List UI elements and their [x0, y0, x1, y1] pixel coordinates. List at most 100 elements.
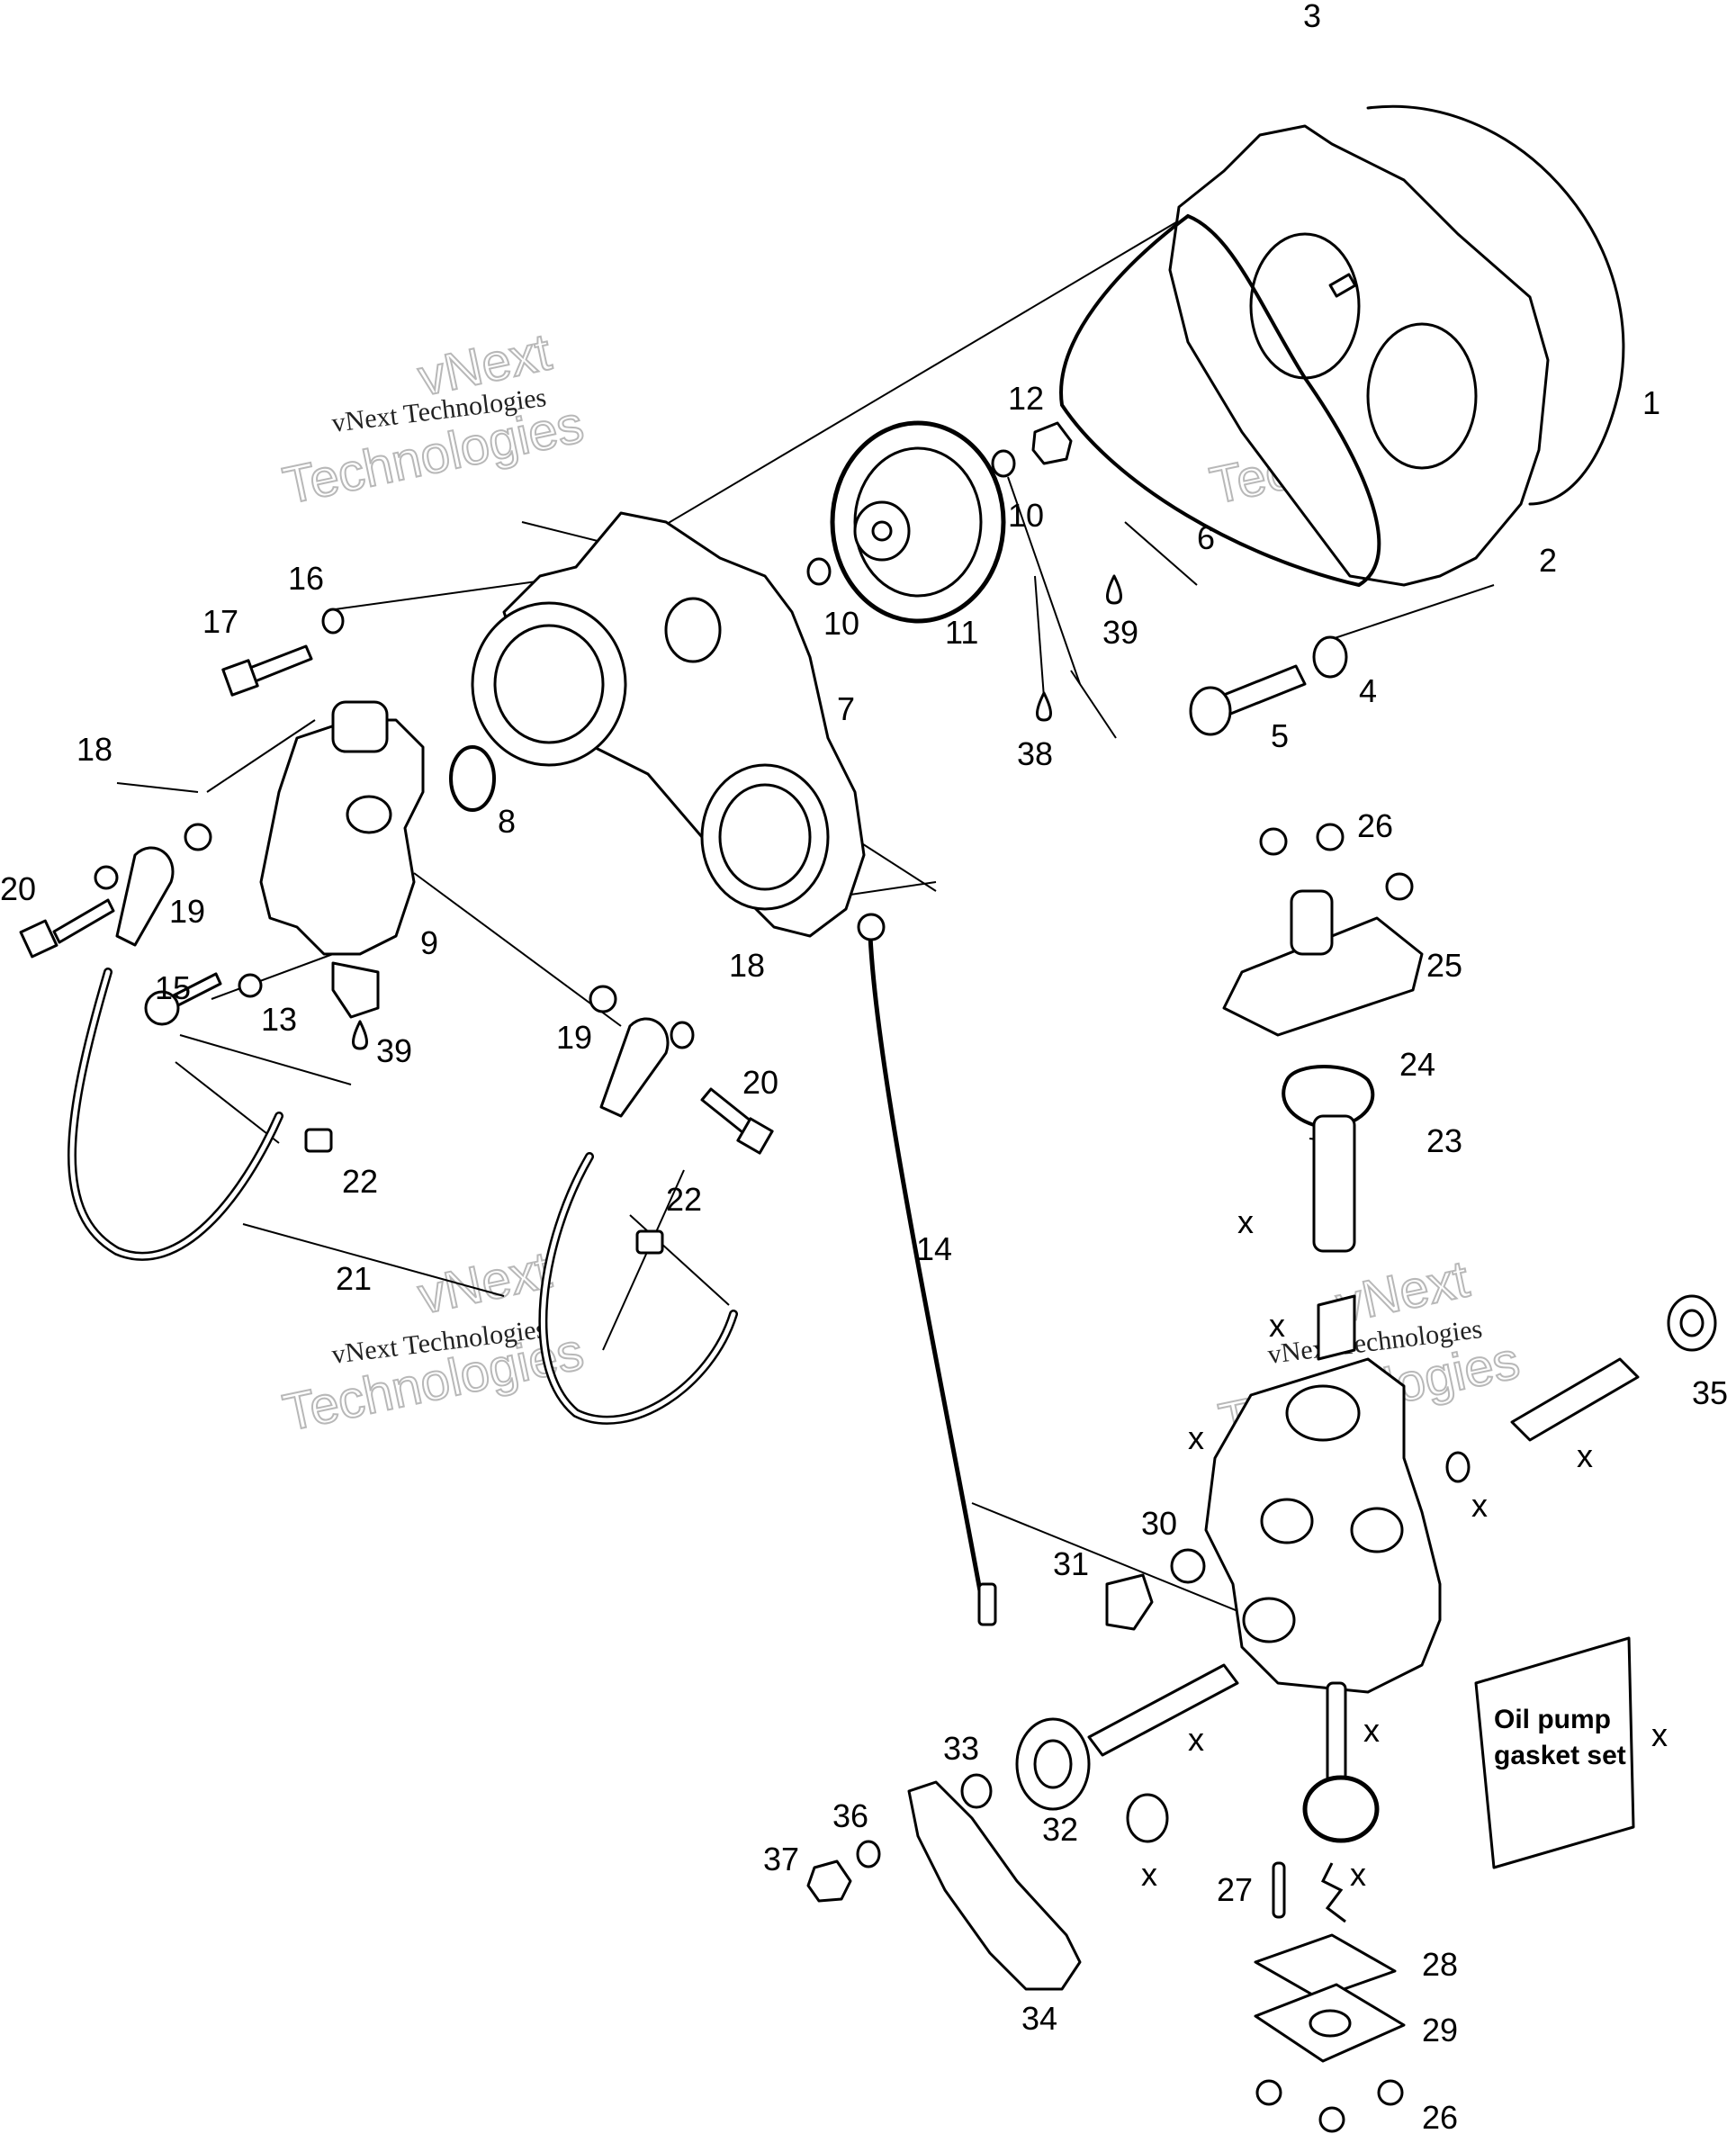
kit-label-line2: gasket set	[1494, 1741, 1626, 1770]
part-37-seal-inner	[1679, 1309, 1705, 1337]
part-26-screw-b	[1316, 823, 1345, 851]
part-39-drop	[1106, 574, 1122, 605]
part-12-nut	[1031, 421, 1073, 465]
part-22-clip-a	[304, 1128, 333, 1153]
part-20-bolt-head	[19, 919, 58, 959]
part-32-spring-inner	[1033, 1739, 1073, 1789]
part-label: 5	[1271, 717, 1289, 754]
part-label: 28	[1422, 1946, 1458, 1983]
part-24-gasket	[1282, 1065, 1375, 1129]
part-26-screw-e	[1318, 2106, 1345, 2133]
part-30-washer	[1170, 1548, 1206, 1584]
part-label: 19	[169, 893, 205, 930]
part-17-bolt-head	[221, 659, 259, 697]
part-drive-gear	[1302, 1775, 1380, 1843]
part-25-cover-plate	[1222, 916, 1424, 1037]
part-label: 8	[498, 803, 516, 840]
part-label: 39	[376, 1032, 412, 1069]
oil-pump-gasket-kit: Oil pump gasket set	[1474, 1636, 1635, 1869]
part-label: 18	[729, 947, 765, 984]
part-8-oring	[449, 745, 496, 812]
part-16-washer	[321, 608, 345, 635]
part-label: 26	[1357, 807, 1393, 844]
part-label: 34	[1021, 2000, 1057, 2037]
part-7-bore-lower-inner	[718, 783, 812, 891]
part-label: 26	[1422, 2099, 1458, 2136]
part-9-pump-cap	[331, 700, 389, 753]
part-15-terminal-bottom	[977, 1582, 997, 1626]
part-label: 24	[1399, 1046, 1435, 1083]
part-label: 16	[288, 560, 324, 597]
part-label: 30	[1141, 1505, 1177, 1542]
right-pump-port-top	[1285, 1384, 1361, 1442]
x-marker: x	[1350, 1856, 1366, 1893]
part-label: 22	[666, 1181, 702, 1218]
part-21-hose-right	[538, 1152, 738, 1425]
part-label: 14	[916, 1230, 952, 1267]
part-label: 3	[1303, 0, 1321, 34]
part-label: 22	[342, 1163, 378, 1200]
part-label: 9	[420, 924, 438, 961]
part-36-nut	[806, 1859, 852, 1903]
part-9-pump-body	[259, 718, 425, 956]
part-14-screw-head	[144, 990, 180, 1026]
part-label: 25	[1426, 947, 1462, 984]
part-15-terminal-top	[857, 913, 886, 941]
part-label: 13	[261, 1001, 297, 1038]
part-drive-shaft	[1326, 1681, 1347, 1784]
part-18-washer-a	[184, 823, 212, 851]
part-20-bolt	[52, 898, 115, 944]
part-9-lever	[331, 961, 380, 1019]
part-20-bolt-head-b	[736, 1117, 774, 1155]
part-27-pin	[1272, 1861, 1286, 1919]
part-4-washer	[1312, 635, 1348, 679]
part-23-plunger	[1312, 1114, 1356, 1253]
part-seal-lower	[1126, 1793, 1169, 1843]
part-25-fitting	[1290, 889, 1334, 956]
part-label: 39	[1102, 614, 1138, 651]
part-label: 32	[1042, 1811, 1078, 1848]
part-10-washer-a	[806, 557, 832, 586]
part-label: 11	[945, 614, 978, 651]
part-35-clip	[856, 1840, 881, 1868]
part-label: 31	[1053, 1545, 1089, 1582]
x-marker: x	[1269, 1307, 1285, 1344]
right-pump-port-b	[1350, 1507, 1404, 1553]
part-2-cover	[1168, 124, 1550, 587]
part-label: 4	[1359, 672, 1377, 709]
part-label: 17	[202, 603, 238, 640]
watermark-line1: vNext	[413, 1240, 556, 1325]
part-21-hose-left	[67, 968, 283, 1261]
part-26-screw-f	[1377, 2079, 1404, 2106]
part-5-screw-head	[1189, 686, 1232, 736]
part-29-cover-center	[1309, 2009, 1352, 2038]
part-label: 19	[556, 1019, 592, 1056]
part-label: 35	[1692, 1374, 1728, 1411]
x-marker: x	[1577, 1437, 1593, 1474]
part-22-clip-b	[635, 1229, 664, 1255]
part-19-banjo-b	[599, 1017, 670, 1118]
part-10-washer-b	[991, 449, 1016, 478]
part-label: 33	[943, 1730, 979, 1767]
part-label: 27	[1217, 1871, 1253, 1908]
part-label: 21	[336, 1260, 372, 1297]
x-markers: x x x x x x x x x x	[1141, 1203, 1668, 1893]
part-26-screw-a	[1259, 827, 1288, 856]
kit-label-line1: Oil pump	[1494, 1705, 1611, 1734]
x-marker: x	[1237, 1203, 1254, 1240]
part-19-banjo	[115, 846, 175, 947]
part-7-bore-upper-inner	[493, 624, 605, 744]
part-34-lever	[907, 1780, 1082, 1991]
x-marker: x	[1141, 1856, 1157, 1893]
part-37-shaft	[1510, 1357, 1640, 1442]
part-6-gasket	[1059, 213, 1381, 588]
part-label: 20	[742, 1064, 778, 1101]
part-18-washer-b	[94, 865, 119, 890]
part-26-screw-c	[1385, 872, 1414, 901]
x-marker: x	[1471, 1487, 1488, 1524]
part-33-washer	[960, 1773, 993, 1809]
part-28-gasket	[1254, 1933, 1397, 2000]
part-clip-wire	[1320, 1862, 1346, 1923]
